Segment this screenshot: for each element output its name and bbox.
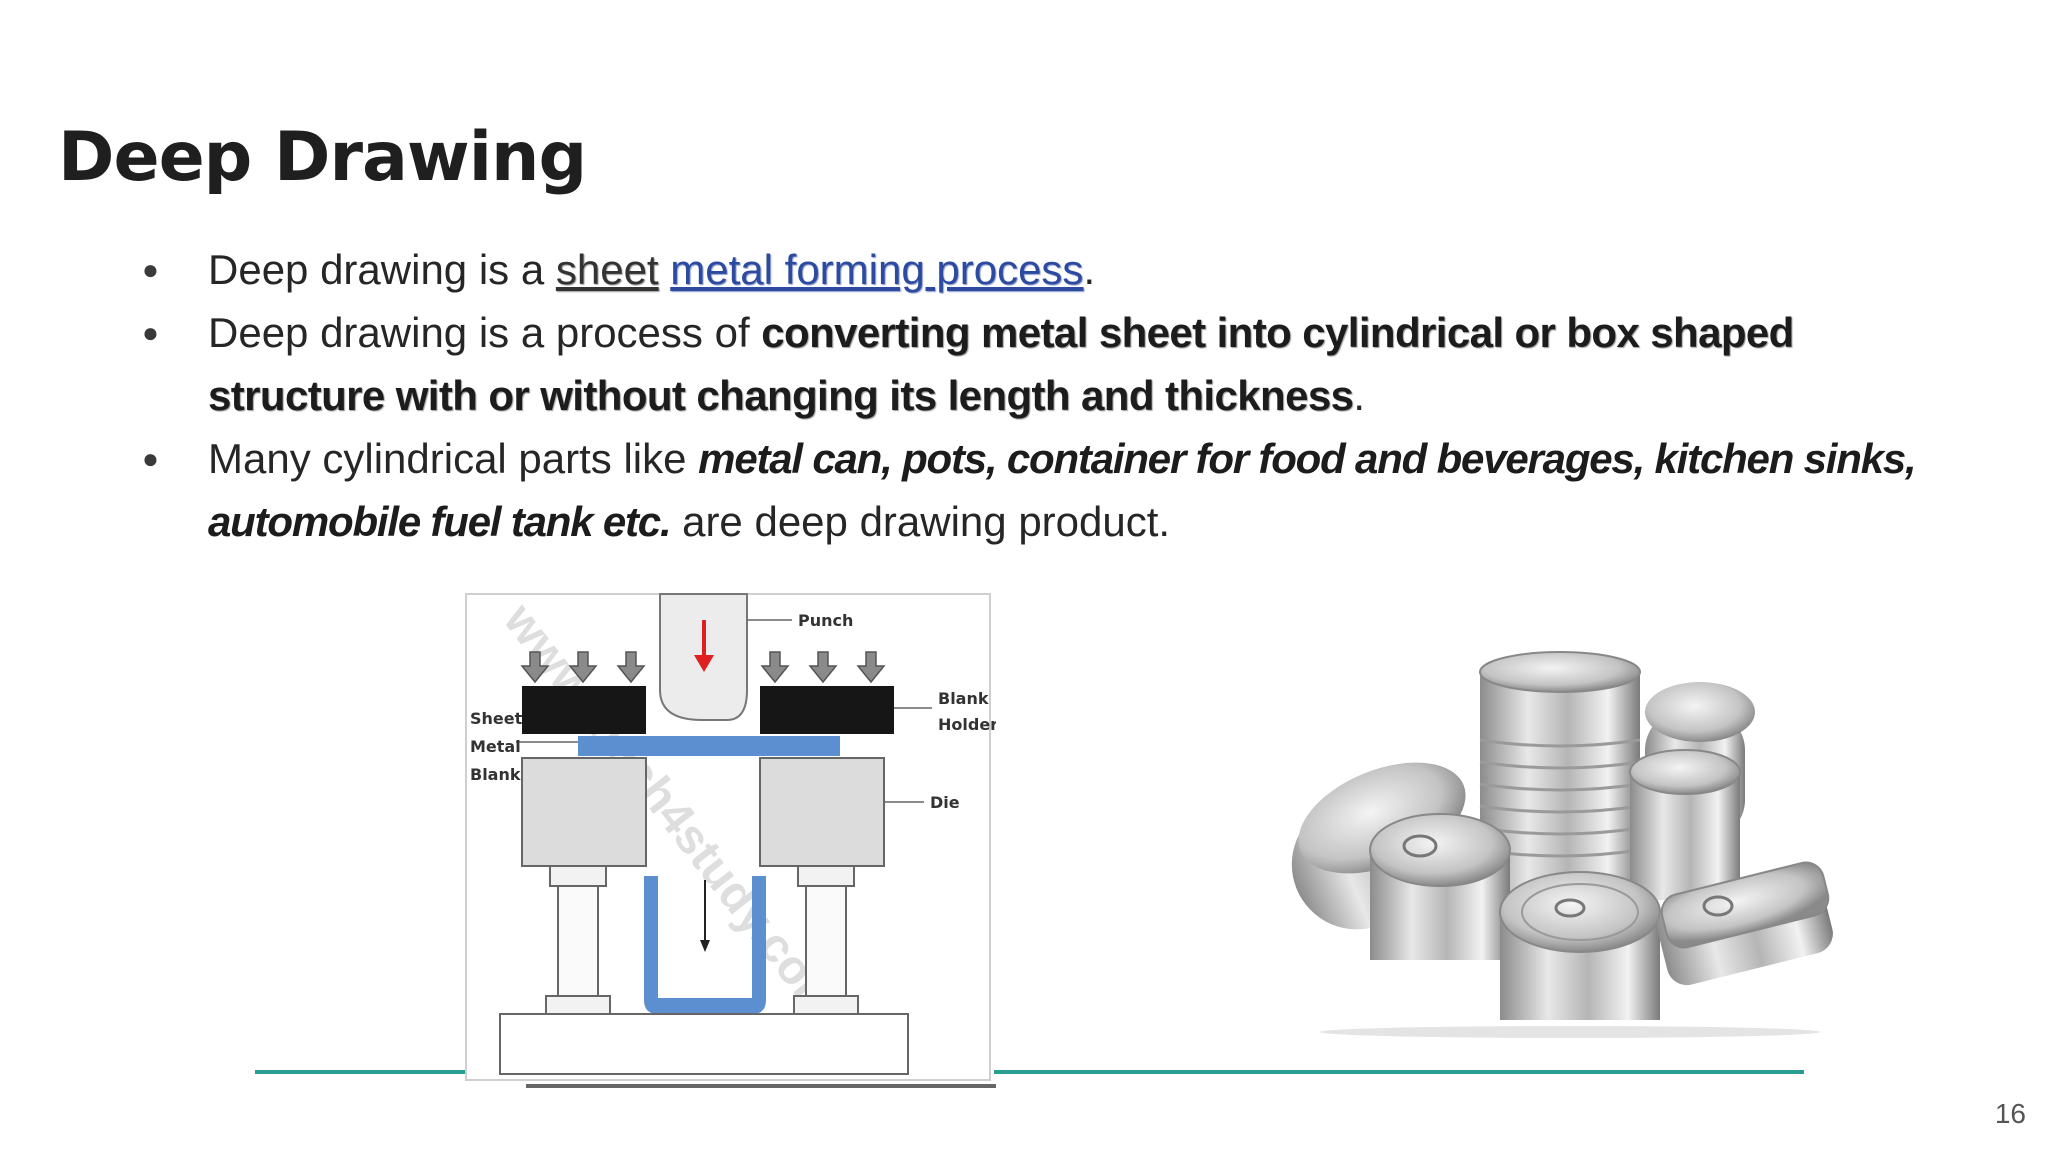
link-sheet[interactable]: sheet: [555, 246, 659, 293]
bullet-text: Deep drawing is a process of: [208, 309, 762, 356]
bullet-item: ● Deep drawing is a process of convertin…: [140, 301, 1960, 427]
diagram-label-sheet: Sheet: [470, 709, 523, 728]
page-number: 16: [1994, 1098, 2026, 1129]
diagram-label-sheet: Metal: [470, 737, 521, 756]
bullet-text: Deep drawing is a: [208, 246, 556, 293]
bullet-text: are deep drawing product.: [670, 498, 1171, 545]
bullet-item: ● Deep drawing is a sheet metal forming …: [140, 238, 1960, 301]
accent-rule-right: [994, 1070, 1804, 1074]
diagram-label-blank-holder: Blank: [938, 689, 989, 708]
bullet-dot-icon: ●: [142, 443, 159, 474]
bullet-text: .: [1083, 246, 1096, 293]
accent-rule-left: [255, 1070, 467, 1074]
link-metal-forming-process[interactable]: metal forming process: [670, 246, 1084, 293]
diagram-label-blank-holder: Holder: [938, 715, 996, 734]
slide-title: Deep Drawing: [58, 118, 587, 197]
bullet-dot-icon: ●: [142, 254, 159, 285]
diagram-label-die: Die: [930, 793, 960, 812]
bullet-item: ● Many cylindrical parts like metal can,…: [140, 427, 1960, 553]
bullet-dot-icon: ●: [142, 317, 159, 348]
bullet-bold-text: converting metal sheet into cylindrical …: [208, 309, 1794, 419]
bullet-bold-italic-text: metal can, pots, container for food and …: [208, 435, 1917, 545]
bullet-text: Many cylindrical parts like: [208, 435, 699, 482]
metal-cans-image: [1291, 651, 1833, 1038]
bullet-list: ● Deep drawing is a sheet metal forming …: [140, 238, 1960, 553]
diagram-label-punch: Punch: [798, 611, 853, 630]
diagram-label-sheet: Blank: [470, 765, 521, 784]
bullet-text: .: [1353, 372, 1366, 419]
deep-drawing-diagram: www.mech4study.com: [465, 593, 996, 1088]
